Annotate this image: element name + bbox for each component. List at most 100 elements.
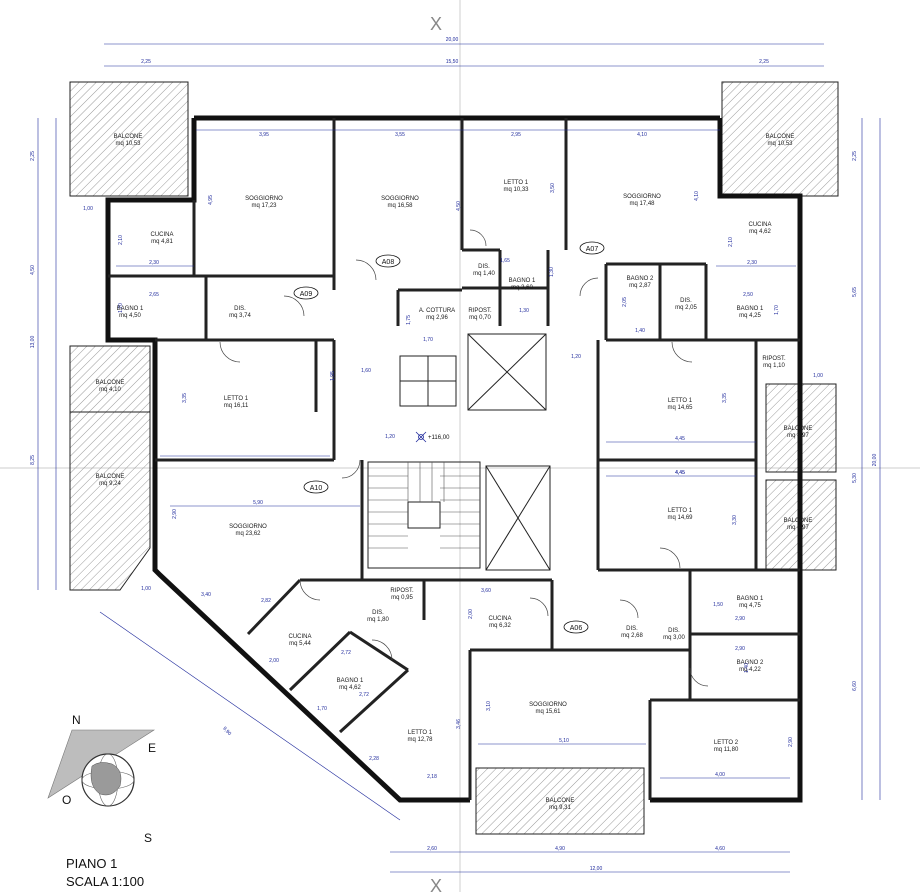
dimension-label: 2,95 — [511, 132, 521, 138]
room-label: BAGNO 2mq 2,87 — [627, 276, 654, 289]
dimension-label: 3,50 — [550, 183, 556, 193]
exterior-walls — [105, 115, 803, 803]
room-area: mq 4,62 — [339, 685, 361, 691]
dimension-label: 1,95 — [330, 371, 336, 381]
dimension-label: 4,10 — [694, 191, 700, 201]
room-area: mq 10,53 — [767, 141, 793, 147]
dimension-label: 4,00 — [715, 772, 725, 778]
stair-core — [367, 333, 551, 571]
dimension-label: 4,50 — [456, 201, 462, 211]
unit-tag-a09: A09 — [293, 286, 319, 300]
dimension-label: 2,90 — [735, 616, 745, 622]
dimension-label: 2,05 — [622, 297, 628, 307]
dimension-label: 5,65 — [852, 287, 858, 297]
room-name: BAGNO 1 — [117, 306, 144, 312]
room-area: mq 4,97 — [787, 525, 809, 531]
plan-scale: SCALA 1:100 — [66, 874, 144, 889]
room-label: RIPOST.mq 0,95 — [390, 588, 414, 601]
room-area: mq 4,25 — [739, 313, 761, 319]
room-label: RIPOST.mq 0,70 — [468, 308, 492, 321]
door-swings — [219, 229, 709, 687]
dimension-label: 1,30 — [549, 267, 555, 277]
compass-n: N — [72, 713, 81, 727]
room-label: LETTO 1mq 14,69 — [667, 508, 693, 521]
dimension-label: 1,20 — [385, 434, 395, 440]
unit-tag-a08: A08 — [375, 254, 401, 268]
room-name: LETTO 1 — [668, 508, 693, 514]
elevator-top — [467, 333, 547, 411]
room-name: LETTO 1 — [224, 396, 249, 402]
room-area: mq 1,40 — [473, 271, 495, 277]
room-name: RIPOST. — [390, 588, 414, 594]
room-label: DIS.mq 3,74 — [229, 306, 251, 319]
dimension-label: 2,25 — [141, 59, 151, 65]
room-name: SOGGIORNO — [245, 196, 283, 202]
dimension-label: 2,90 — [735, 646, 745, 652]
dimension-label: 2,72 — [341, 650, 351, 656]
room-name: BALCONE — [784, 518, 813, 524]
room-label: LETTO 1mq 16,11 — [224, 396, 249, 409]
dimension-label: 4,50 — [30, 265, 36, 275]
room-label: DIS.mq 2,05 — [675, 298, 697, 311]
interior-walls — [108, 118, 800, 800]
dimension-label: 2,18 — [427, 774, 437, 780]
room-name: BAGNO 2 — [627, 276, 654, 282]
room-name: RIPOST. — [762, 356, 786, 362]
dimension-lines — [37, 43, 881, 873]
dimension-label: 3,46 — [456, 719, 462, 729]
room-label: BAGNO 1mq 4,50 — [117, 306, 144, 319]
room-area: mq 2,68 — [621, 633, 643, 639]
dimension-label: 2,10 — [118, 235, 124, 245]
room-name: BALCONE — [766, 134, 795, 140]
dimension-label: 6,60 — [852, 681, 858, 691]
room-name: DIS. — [372, 610, 384, 616]
room-area: mq 9,24 — [99, 481, 121, 487]
room-area: mq 4,62 — [749, 229, 771, 235]
svg-text:A06: A06 — [570, 625, 583, 632]
room-name: DIS. — [234, 306, 246, 312]
dimension-label: 2,25 — [30, 151, 36, 161]
room-label: DIS.mq 1,80 — [367, 610, 389, 623]
room-area: mq 0,95 — [391, 595, 413, 601]
dimension-label: 2,90 — [172, 509, 178, 519]
dimension-label: 1,75 — [406, 315, 412, 325]
room-name: BAGNO 1 — [337, 678, 364, 684]
svg-text:A10: A10 — [310, 485, 323, 492]
room-area: mq 4,75 — [739, 603, 761, 609]
room-area: mq 2,87 — [629, 283, 651, 289]
dimension-label: 3,35 — [182, 393, 188, 403]
room-area: mq 14,65 — [667, 405, 693, 411]
dimension-label: 2,00 — [468, 609, 474, 619]
dimension-label: 5,10 — [559, 738, 569, 744]
dimension-label: 2,90 — [788, 737, 794, 747]
dimension-label: 2,25 — [852, 151, 858, 161]
balcony-left-small — [69, 345, 151, 413]
room-label: DIS.mq 3,00 — [663, 628, 685, 641]
room-label: BAGNO 1mq 4,75 — [737, 596, 764, 609]
room-area: mq 4,10 — [99, 387, 121, 393]
room-area: mq 10,33 — [503, 187, 529, 193]
svg-text:A09: A09 — [300, 291, 313, 298]
room-label: BAGNO 2mq 4,22 — [737, 660, 764, 673]
room-area: mq 15,61 — [535, 709, 561, 715]
room-name: LETTO 1 — [504, 180, 529, 186]
dimension-label: 8,25 — [30, 455, 36, 465]
room-area: mq 17,23 — [251, 203, 277, 209]
dimension-label: 2,30 — [747, 260, 757, 266]
dimension-label: 2,72 — [359, 692, 369, 698]
room-area: mq 6,32 — [489, 623, 511, 629]
room-label: DIS.mq 2,68 — [621, 626, 643, 639]
room-label: BAGNO 1mq 4,62 — [337, 678, 364, 691]
dimension-label: 2,30 — [149, 260, 159, 266]
room-name: SOGGIORNO — [623, 194, 661, 200]
